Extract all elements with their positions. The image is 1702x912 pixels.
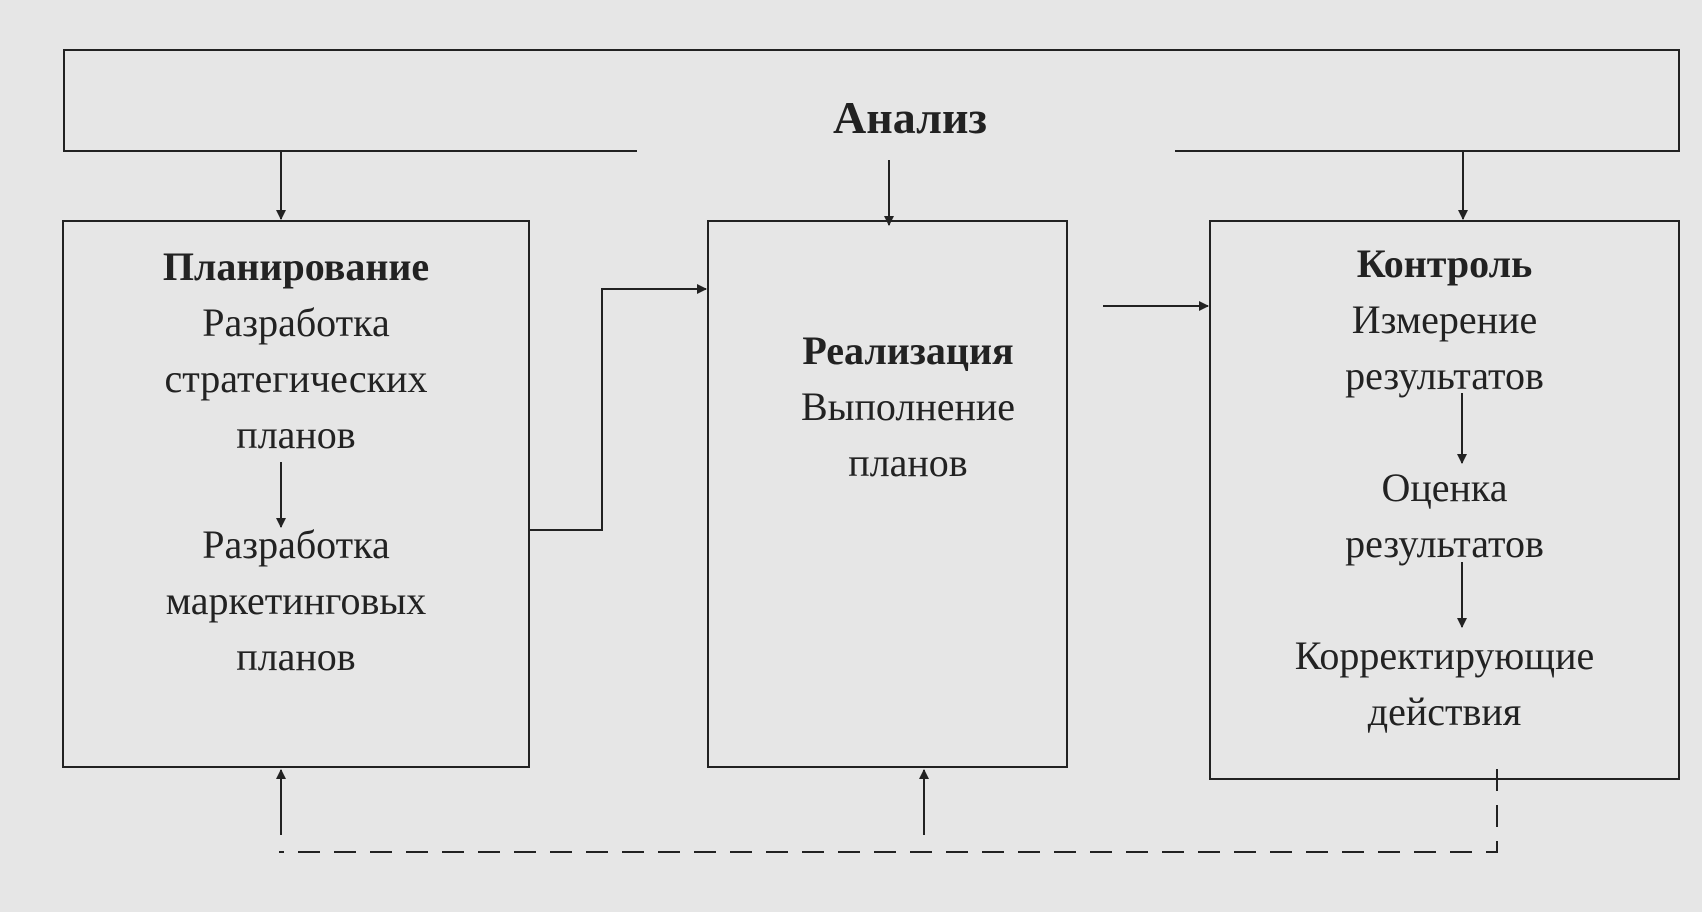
implementation-box [707,220,1068,768]
planning-step1-line3: планов [236,412,356,457]
planning-title: Планирование [162,244,430,289]
implementation-title: Реализация [802,328,1014,373]
planning-step2-line2: маркетинговых [165,578,427,623]
planning-box [62,220,530,768]
planning-step1-line2: стратегических [164,356,428,401]
arrow-planning-to-implementation [529,284,707,531]
planning-step1-line1: Разработка [202,300,390,345]
planning-step2-line3: планов [236,634,356,679]
control-step3-line1: Корректирующие [1294,633,1595,678]
planning-step2-line1: Разработка [202,522,390,567]
control-step2-line2: результатов [1345,521,1544,566]
analysis-frame [63,49,1680,152]
analysis-title: Анализ [833,92,987,143]
control-title: Контроль [1356,241,1533,286]
feedback-dashed-line [279,769,1498,853]
control-step1-line1: Измерение [1351,297,1538,342]
control-step3-line2: действия [1367,689,1522,734]
implementation-text-line2: планов [848,440,968,485]
control-step2-line1: Оценка [1381,465,1508,510]
control-step1-line2: результатов [1345,353,1544,398]
control-box [1209,220,1680,780]
implementation-text-line1: Выполнение [800,384,1016,429]
